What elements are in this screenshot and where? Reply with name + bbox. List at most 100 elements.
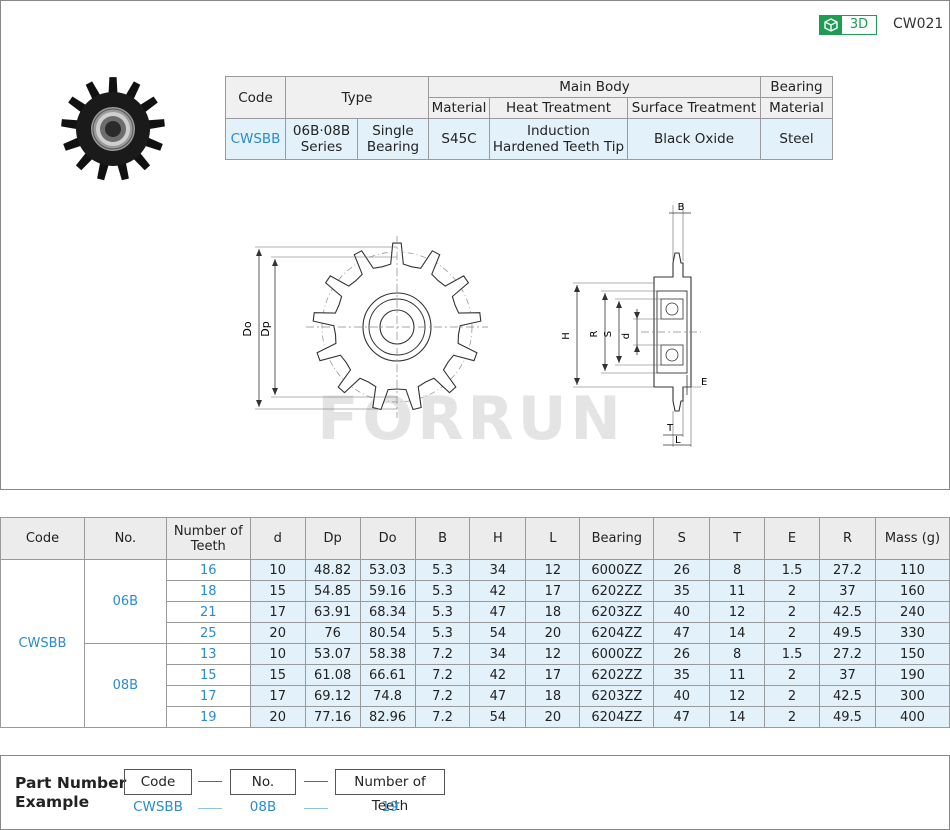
row-group-no[interactable]: 06B <box>83 559 167 644</box>
cell: 1.5 <box>764 643 820 665</box>
teeth-count-link[interactable]: 25 <box>165 622 251 644</box>
3d-label: 3D <box>849 17 869 32</box>
cell: 49.5 <box>819 622 876 644</box>
cell: 5.3 <box>414 622 471 644</box>
cell: 82.96 <box>359 706 416 728</box>
cell: 330 <box>874 622 950 644</box>
cell: 42.5 <box>819 601 876 623</box>
cell: 2 <box>764 580 820 602</box>
cell: 12 <box>525 643 581 665</box>
cell: 77.16 <box>304 706 361 728</box>
cell: 69.12 <box>304 685 361 707</box>
pn-value-no: 08B <box>249 799 277 815</box>
cell: 35 <box>653 664 711 686</box>
pn-box-code: Code <box>124 769 192 795</box>
teeth-count-link[interactable]: 18 <box>165 580 251 602</box>
teeth-count-link[interactable]: 17 <box>165 685 251 707</box>
col-header: Number of Teeth <box>165 517 251 560</box>
cell: 26 <box>653 559 711 581</box>
col-header: R <box>819 517 876 560</box>
sprocket-photo <box>61 77 165 181</box>
cell: 160 <box>874 580 950 602</box>
cell: 6203ZZ <box>579 685 655 707</box>
row-code[interactable]: CWSBB <box>0 559 85 728</box>
3d-model-button[interactable]: 3D <box>819 15 877 35</box>
cell: 17 <box>525 664 581 686</box>
spec-series: 06B·08B Series <box>285 118 358 160</box>
cell: 40 <box>653 601 711 623</box>
cell: 48.82 <box>304 559 361 581</box>
cell: 17 <box>525 580 581 602</box>
spec-material: S45C <box>428 118 490 160</box>
front-view: Do Dp <box>241 236 488 418</box>
cell: 400 <box>874 706 950 728</box>
cell: 11 <box>709 580 766 602</box>
cell: 47 <box>469 601 527 623</box>
label-r: R <box>589 330 600 337</box>
product-code: CW021 <box>893 16 944 32</box>
cell: 20 <box>525 706 581 728</box>
teeth-count-link[interactable]: 16 <box>165 559 251 581</box>
label-d: d <box>621 333 632 339</box>
header-type: Type <box>285 76 429 119</box>
teeth-count-link[interactable]: 19 <box>165 706 251 728</box>
cell: 61.08 <box>304 664 361 686</box>
cell: 59.16 <box>359 580 416 602</box>
cell: 2 <box>764 601 820 623</box>
spec-table: Code Type Main Body Bearing Material Hea… <box>225 76 833 160</box>
spec-heat-treatment: Induction Hardened Teeth Tip <box>489 118 628 160</box>
row-group-no[interactable]: 08B <box>83 643 167 728</box>
cell: 26 <box>653 643 711 665</box>
cell: 63.91 <box>304 601 361 623</box>
cell: 42 <box>469 664 527 686</box>
cell: 68.34 <box>359 601 416 623</box>
cell: 6000ZZ <box>579 643 655 665</box>
side-view: B H R S d <box>561 202 707 447</box>
cell: 10 <box>249 559 306 581</box>
teeth-count-link[interactable]: 15 <box>165 664 251 686</box>
cell: 47 <box>653 706 711 728</box>
cell: 5.3 <box>414 580 471 602</box>
teeth-count-link[interactable]: 13 <box>165 643 251 665</box>
col-header: Bearing <box>579 517 655 560</box>
cell: 34 <box>469 643 527 665</box>
cell: 2 <box>764 706 820 728</box>
cell: 12 <box>709 601 766 623</box>
cell: 1.5 <box>764 559 820 581</box>
cell: 20 <box>249 622 306 644</box>
cell: 27.2 <box>819 643 876 665</box>
cell: 2 <box>764 685 820 707</box>
cell: 110 <box>874 559 950 581</box>
cell: 6204ZZ <box>579 622 655 644</box>
cell: 80.54 <box>359 622 416 644</box>
col-header: L <box>525 517 581 560</box>
cell: 12 <box>525 559 581 581</box>
label-l: L <box>675 435 681 446</box>
header-material: Material <box>428 97 490 119</box>
cell: 53.03 <box>359 559 416 581</box>
spec-code[interactable]: CWSBB <box>225 118 286 160</box>
col-header: S <box>653 517 711 560</box>
cell: 54.85 <box>304 580 361 602</box>
cell: 5.3 <box>414 601 471 623</box>
cell: 18 <box>525 601 581 623</box>
spec-surface-treatment: Black Oxide <box>627 118 761 160</box>
cell: 11 <box>709 664 766 686</box>
cell: 20 <box>525 622 581 644</box>
cell: 66.61 <box>359 664 416 686</box>
label-h: H <box>561 332 572 340</box>
cell: 6202ZZ <box>579 664 655 686</box>
cell: 37 <box>819 580 876 602</box>
cell: 7.2 <box>414 643 471 665</box>
teeth-count-link[interactable]: 21 <box>165 601 251 623</box>
cell: 17 <box>249 685 306 707</box>
cell: 17 <box>249 601 306 623</box>
col-header: Mass (g) <box>874 517 950 560</box>
cell: 6203ZZ <box>579 601 655 623</box>
